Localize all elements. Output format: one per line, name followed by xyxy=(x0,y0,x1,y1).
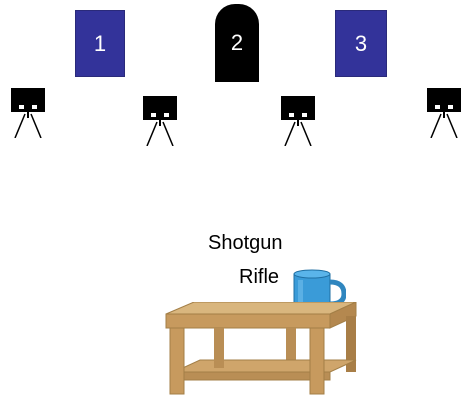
speaker-on-stand-icon xyxy=(427,88,461,138)
target-3: 3 xyxy=(335,10,387,77)
speaker-on-stand-icon xyxy=(143,96,177,146)
target-3-label: 3 xyxy=(354,30,368,56)
target-1-label: 1 xyxy=(93,30,107,56)
speaker-on-stand-icon xyxy=(281,96,315,146)
target-1: 1 xyxy=(75,10,125,77)
speaker-on-stand-icon xyxy=(11,88,45,138)
target-2: 2 xyxy=(215,4,259,82)
target-2-label: 2 xyxy=(230,30,244,55)
shotgun-label: Shotgun xyxy=(208,232,283,254)
rifle-label: Rifle xyxy=(239,266,280,288)
wooden-table-icon xyxy=(165,302,357,395)
